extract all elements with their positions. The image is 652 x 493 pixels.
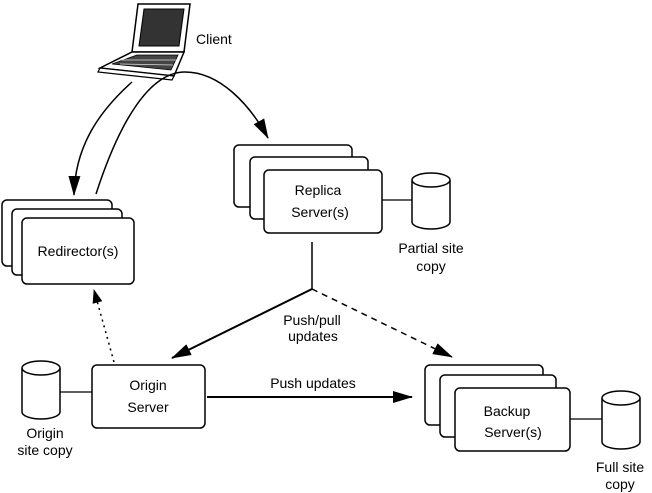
origin-copy-label-line1: Origin xyxy=(26,425,63,441)
backup-label-line1: Backup xyxy=(484,403,531,419)
redirector-stack xyxy=(1,199,135,285)
push-pull-label-line1: Push/pull xyxy=(283,312,341,328)
client-label: Client xyxy=(196,31,232,47)
backup-server-stack xyxy=(424,364,571,452)
push-updates-label: Push updates xyxy=(270,375,356,391)
replica-label-line1: Replica xyxy=(295,182,342,198)
laptop-icon xyxy=(97,3,191,81)
origin-to-redirector-dotted-arrow xyxy=(92,289,115,363)
full-site-copy-icon xyxy=(601,390,641,450)
replica-server-stack xyxy=(233,144,383,234)
partial-site-copy-icon xyxy=(411,172,451,230)
origin-copy-label-line2: site copy xyxy=(17,442,72,458)
replica-label-line2: Server(s) xyxy=(291,204,349,220)
origin-server-box xyxy=(91,364,206,429)
origin-label-line2: Server xyxy=(127,399,169,415)
client-to-redirector-arrow xyxy=(68,81,133,196)
push-pull-label-line2: updates xyxy=(288,328,338,344)
redirector-label: Redirector(s) xyxy=(38,243,119,259)
backup-label-line2: Server(s) xyxy=(484,424,542,440)
origin-label-line1: Origin xyxy=(129,377,166,393)
partial-copy-label-line1: Partial site xyxy=(398,240,464,256)
origin-site-copy-icon xyxy=(21,360,61,420)
partial-copy-label-line2: copy xyxy=(416,258,446,274)
full-copy-label-line1: Full site xyxy=(596,459,644,475)
full-copy-label-line2: copy xyxy=(605,476,635,492)
redirector-to-client-replica-arrow xyxy=(95,71,269,195)
replica-to-origin-arrow xyxy=(171,288,313,359)
replica-to-backup-dashed-arrow xyxy=(311,288,453,358)
